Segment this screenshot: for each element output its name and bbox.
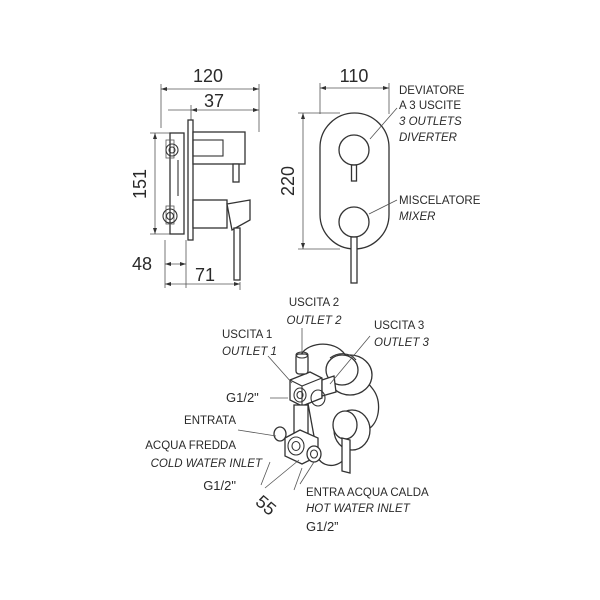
label-thread-hot: G1/2” — [306, 519, 339, 534]
mixer-lever-front[interactable] — [350, 236, 358, 284]
leader-mixer — [368, 199, 398, 215]
mixer-knob-front[interactable] — [338, 206, 370, 238]
label-diverter-en-1: 3 OUTLETS — [399, 116, 462, 128]
leader-cold-inlet — [237, 429, 277, 437]
dimension-37: 37 — [168, 91, 259, 128]
side-view: 120 37 151 — [130, 66, 260, 290]
leader-outlet-3 — [329, 335, 371, 385]
label-cold-it-2: ACQUA FREDDA — [145, 440, 236, 452]
iso-hot-inlet — [306, 445, 322, 463]
mixer-handle-side — [192, 199, 228, 229]
dim-71-label: 71 — [195, 265, 215, 285]
diverter-handle-side — [192, 131, 246, 165]
leader-outlet-1 — [267, 355, 293, 384]
iso-outlet-2 — [295, 353, 309, 375]
isometric-view: 55 USCITA 2 OUTLET 2 USCITA 1 OUTLET 1 U… — [145, 297, 429, 534]
dim-55-label: 55 — [252, 491, 280, 519]
leader-diverter — [369, 107, 398, 140]
label-outlet3-en: OUTLET 3 — [374, 337, 430, 349]
wall-plate-side — [187, 119, 194, 241]
label-hot-en: HOT WATER INLET — [306, 503, 411, 515]
label-diverter-en-2: DIVERTER — [399, 132, 457, 144]
label-mixer-en: MIXER — [399, 211, 435, 223]
label-mixer-it: MISCELATORE — [399, 195, 481, 207]
label-thread-outlet: G1/2" — [226, 390, 259, 405]
label-outlet3-it: USCITA 3 — [374, 320, 424, 332]
label-outlet1-it: USCITA 1 — [222, 329, 272, 341]
label-diverter-it-1: DEVIATORE — [399, 85, 465, 97]
label-hot-it: ENTRA ACQUA CALDA — [306, 487, 429, 499]
dimension-220: 220 — [278, 112, 340, 250]
label-outlet2-it: USCITA 2 — [289, 297, 339, 309]
label-thread-cold: G1/2" — [203, 478, 236, 493]
dim-37-label: 37 — [204, 91, 224, 111]
label-cold-it-1: ENTRATA — [184, 415, 236, 427]
dimension-48-71: 48 71 — [132, 240, 241, 290]
dimension-120: 120 — [160, 66, 260, 132]
dimension-151: 151 — [130, 132, 178, 235]
leader-hot-inlet — [299, 461, 315, 485]
dim-120-label: 120 — [193, 66, 223, 86]
label-cold-en: COLD WATER INLET — [151, 458, 263, 470]
dimension-110: 110 — [319, 66, 390, 114]
diverter-knob-front[interactable] — [338, 134, 370, 166]
iso-cold-inlet — [273, 426, 287, 442]
label-diverter-it-2: A 3 USCITE — [399, 100, 461, 112]
label-outlet1-en: OUTLET 1 — [222, 346, 277, 358]
dim-220-label: 220 — [278, 166, 298, 196]
mixer-lever-side — [233, 227, 241, 281]
iso-mixer-lever — [341, 437, 351, 474]
dim-151-label: 151 — [130, 169, 150, 199]
dim-110-label: 110 — [340, 66, 369, 86]
front-view: 110 220 DEVIATORE A 3 USCITE 3 OUTLETS D… — [278, 66, 481, 284]
dim-48-label: 48 — [132, 254, 152, 274]
label-outlet2-en: OUTLET 2 — [287, 315, 343, 327]
